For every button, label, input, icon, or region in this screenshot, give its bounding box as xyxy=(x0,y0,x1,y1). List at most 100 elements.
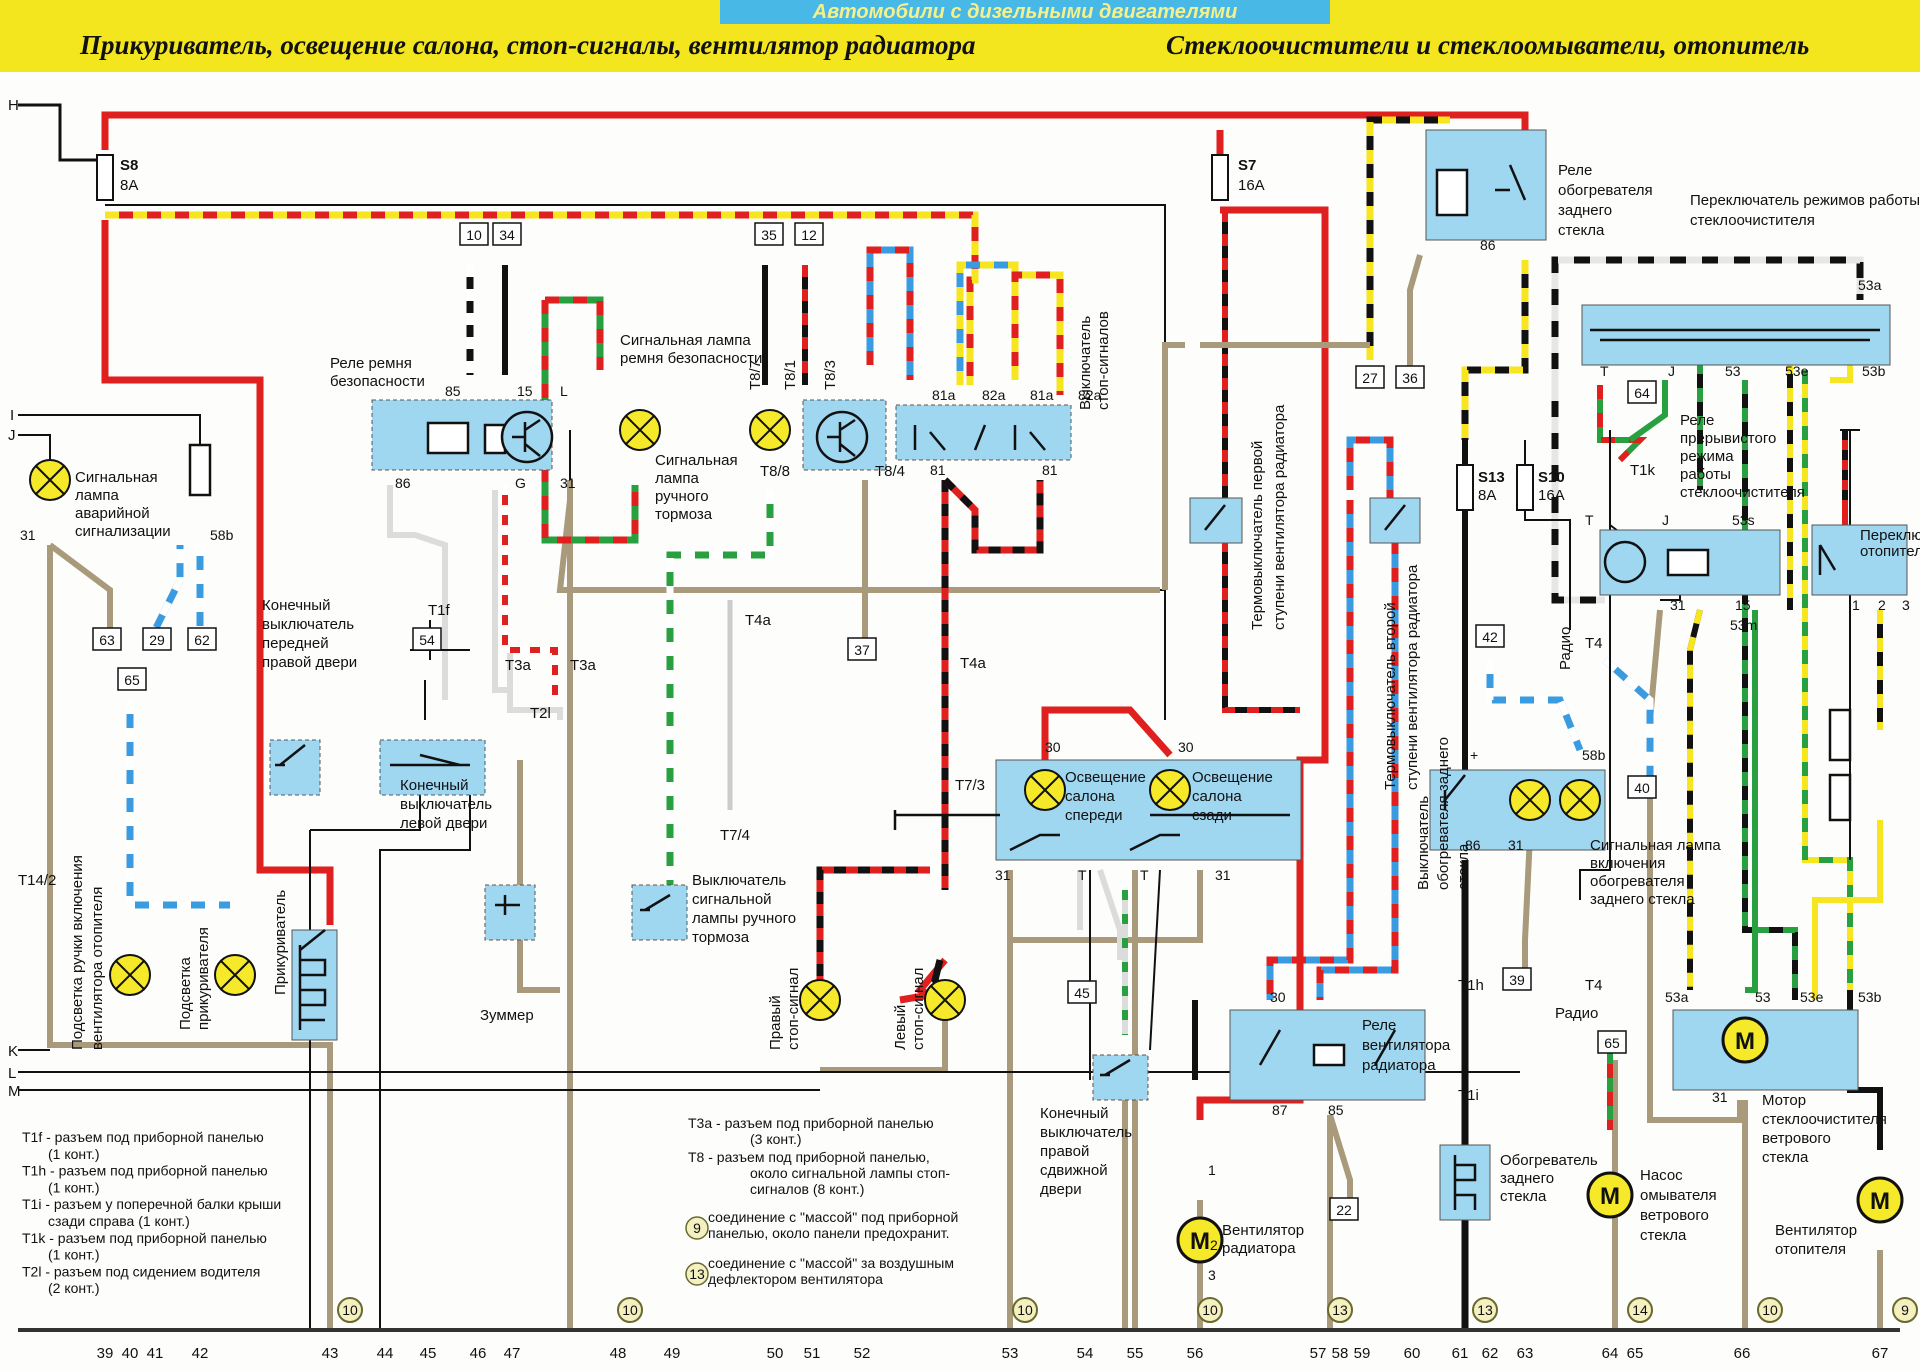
legend-group: T1f - разъем под приборной панелью(1 кон… xyxy=(22,1115,958,1296)
pin-23: 85 xyxy=(1328,1102,1344,1118)
pin-5: 86 xyxy=(395,475,411,491)
connector-17: T4 xyxy=(1585,635,1603,652)
left-door-box xyxy=(379,739,486,796)
bottom-47: 47 xyxy=(504,1345,521,1362)
box-11: 36 xyxy=(1402,370,1418,386)
pin-40: 31 xyxy=(1670,597,1686,613)
pin-20: 86 xyxy=(1480,237,1496,253)
pin-44: 2 xyxy=(1878,597,1886,613)
legend-left-5: сзади справа (1 конт.) xyxy=(48,1213,190,1229)
legend-left-8: T2l - разъем под сидением водителя xyxy=(22,1263,260,1279)
bottom-41: 41 xyxy=(147,1345,164,1362)
rail-l: L xyxy=(8,1065,16,1082)
pin-24: 1 xyxy=(1208,1162,1216,1178)
right-stop-lamp-icon xyxy=(799,979,841,1021)
bottom-49: 49 xyxy=(664,1345,681,1362)
label-buzzer: Зуммер xyxy=(480,1007,534,1024)
bottom-40: 40 xyxy=(122,1345,139,1362)
seatbelt-lamp-icon xyxy=(619,409,661,451)
label-lighter-light: Подсветкаприкуривателя xyxy=(177,927,212,1030)
s10-name: S10 xyxy=(1538,469,1565,486)
connector-9: T8/1 xyxy=(782,360,799,390)
pin-26: 3 xyxy=(1208,1267,1216,1283)
bottom-64: 64 xyxy=(1602,1345,1619,1362)
connector-14: T1h xyxy=(1458,977,1484,994)
label-right-stop: Правыйстоп-сигнал xyxy=(767,968,802,1050)
bottom-45: 45 xyxy=(420,1345,437,1362)
washer-pump-icon: M xyxy=(1586,1171,1634,1219)
label-left-stop: Левыйстоп-сигнал xyxy=(892,968,927,1050)
pin-45: 3 xyxy=(1902,597,1910,613)
bottom-48: 48 xyxy=(610,1345,627,1362)
rear-heater-box xyxy=(1439,1144,1491,1221)
rail-labels: H I J K L M xyxy=(8,97,21,1100)
bottom-63: 63 xyxy=(1517,1345,1534,1362)
legend-mid-1: (3 конт.) xyxy=(750,1131,802,1147)
ground-point-6: 14 xyxy=(1632,1302,1648,1318)
s8-name: S8 xyxy=(120,157,138,174)
rail-j: J xyxy=(8,427,16,444)
legend-left-3: (1 конт.) xyxy=(48,1179,100,1195)
front-right-door-box xyxy=(269,739,321,796)
pin-2: 85 xyxy=(445,383,461,399)
pin-22: 87 xyxy=(1272,1102,1288,1118)
box-7: 65 xyxy=(124,672,140,688)
ground-point-8: 9 xyxy=(1901,1302,1909,1318)
pin-28: 86 xyxy=(1465,837,1481,853)
pin-18: T xyxy=(1140,867,1149,883)
box-17: 39 xyxy=(1509,972,1525,988)
pin-19: 31 xyxy=(1215,867,1231,883)
pin-30: 58b xyxy=(1582,747,1606,763)
box-14: 40 xyxy=(1634,780,1650,796)
legend-mid-2: T8 - разъем под приборной панелью, xyxy=(688,1149,930,1165)
hazard-lamp-icon xyxy=(29,459,71,501)
pin-39: 53s xyxy=(1732,512,1755,528)
rail-k: K xyxy=(8,1043,18,1060)
bottom-44: 44 xyxy=(377,1345,394,1362)
pin-11: 82a xyxy=(1078,387,1102,403)
s13-rating: 8A xyxy=(1478,487,1496,504)
box-frame-2 xyxy=(754,222,784,246)
box-frame-3 xyxy=(794,222,824,246)
bottom-39: 39 xyxy=(97,1345,114,1362)
box-9: 37 xyxy=(854,642,870,658)
bottom-57: 57 xyxy=(1310,1345,1327,1362)
bottom-67: 67 xyxy=(1872,1345,1889,1362)
s8-rating: 8A xyxy=(120,177,138,194)
ground-ring-5 xyxy=(1472,1297,1498,1323)
pin-31: T xyxy=(1600,363,1609,379)
ground-ring-8 xyxy=(1892,1297,1918,1323)
box-4: 63 xyxy=(99,632,115,648)
connector-5: T4a xyxy=(960,655,987,672)
pin-8: 81a xyxy=(932,387,956,403)
wires xyxy=(18,103,1883,1330)
pin-50: 31 xyxy=(1712,1089,1728,1105)
legend-left-1: (1 конт.) xyxy=(48,1146,100,1162)
box-16: 22 xyxy=(1336,1202,1352,1218)
pin-3: 15 xyxy=(517,383,533,399)
ground-ring-0 xyxy=(337,1297,363,1323)
box-8: 54 xyxy=(419,632,435,648)
cabin-rear-lamp-icon xyxy=(1149,769,1191,811)
s7-rating: 16A xyxy=(1238,177,1265,194)
ground-ring-6 xyxy=(1627,1297,1653,1323)
legend-mid-6: панелью, около панели предохранит. xyxy=(708,1225,950,1241)
box-frame-4 xyxy=(92,627,122,651)
label-brake-switch: Выключательстоп-сигналов xyxy=(1077,311,1112,410)
legend-left-7: (1 конт.) xyxy=(48,1247,100,1263)
box-frame-13 xyxy=(1475,624,1505,648)
box-frame-12 xyxy=(1627,380,1657,404)
handbrake-lamp-icon xyxy=(749,409,791,451)
box-frame-6 xyxy=(187,627,217,651)
pin-43: 1 xyxy=(1852,597,1860,613)
bottom-42: 42 xyxy=(192,1345,209,1362)
